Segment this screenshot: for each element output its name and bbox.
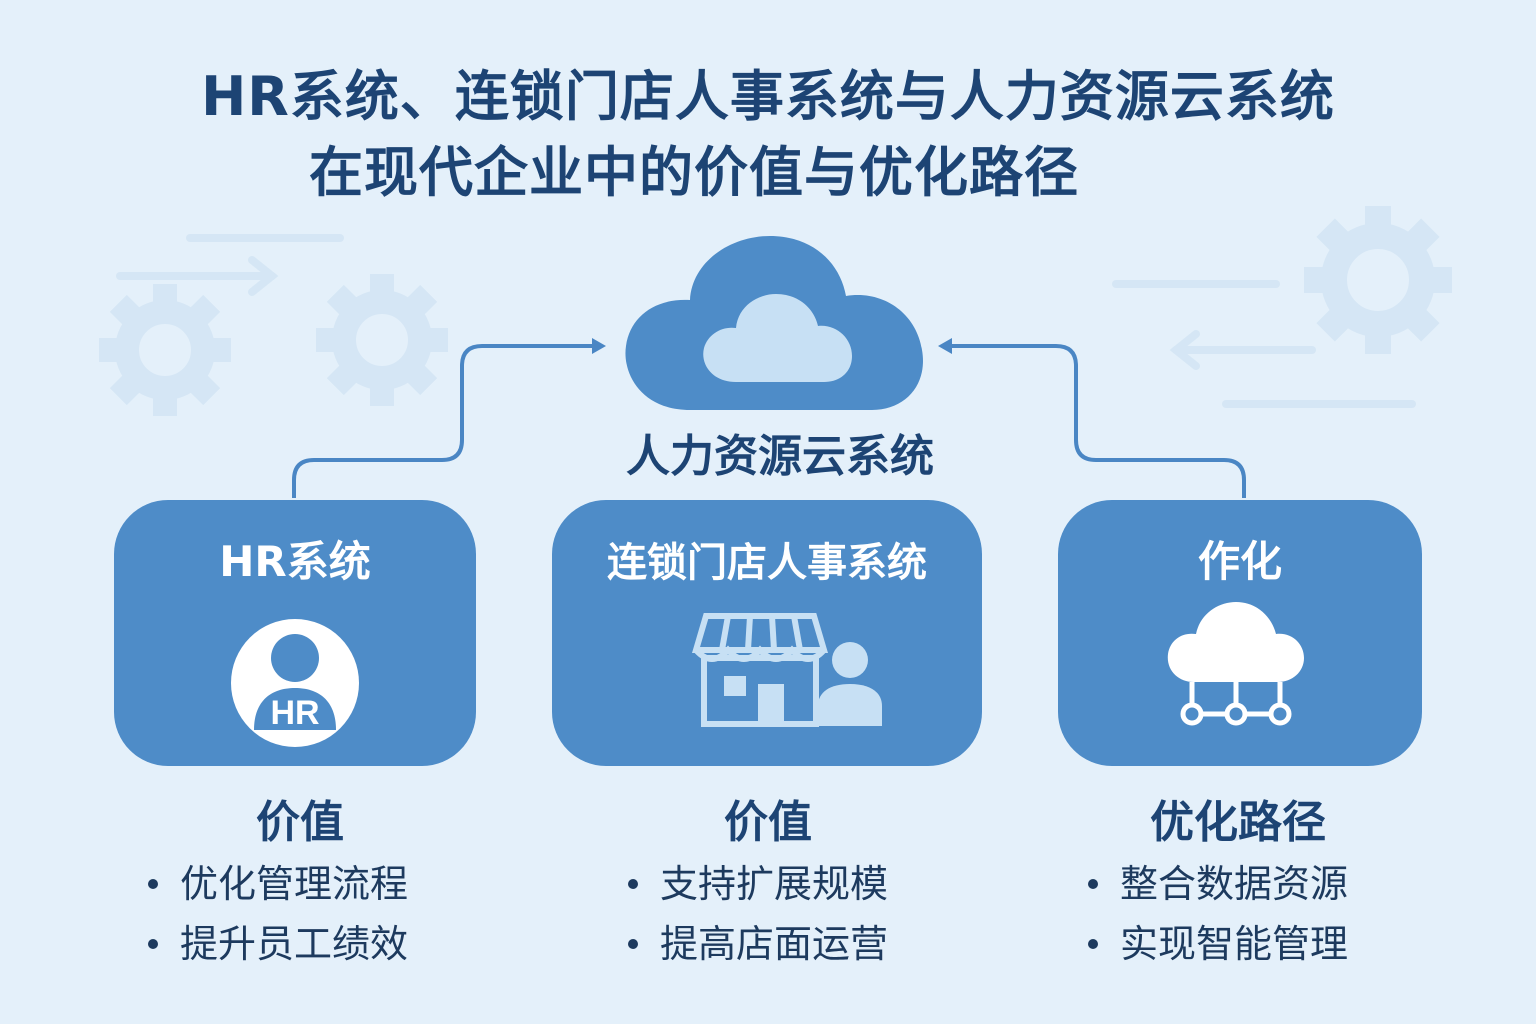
list-item-text: 优化管理流程 <box>180 862 409 906</box>
bullet-dot <box>148 938 158 949</box>
list-item-text: 整合数据资源 <box>1120 862 1349 906</box>
chain-store-card-title: 连锁门店人事系统 <box>607 540 927 586</box>
bullet-dot <box>1088 938 1098 949</box>
gear-icon <box>99 284 231 416</box>
connector-hr-to-cloud <box>292 338 606 498</box>
gear-icon <box>1304 206 1452 354</box>
list-item-text: 支持扩展规模 <box>660 862 889 906</box>
storefront-person-icon <box>692 613 882 727</box>
list-item: 提升员工绩效 <box>144 918 408 978</box>
cloud-system-card: 作化 <box>1058 500 1422 766</box>
hr-value-list: 优化管理流程 提升员工绩效 <box>144 858 408 978</box>
cloud-optimization-heading: 优化路径 <box>1150 797 1326 848</box>
bullet-dot <box>628 938 638 949</box>
list-item-text: 提升员工绩效 <box>180 922 409 966</box>
hr-person-icon: HR <box>231 619 359 747</box>
cloud-system-label: 人力资源云系统 <box>626 431 934 482</box>
hr-value-heading: 价值 <box>256 797 344 848</box>
cloud-optimization-list: 整合数据资源 实现智能管理 <box>1084 858 1348 978</box>
list-item: 支持扩展规模 <box>624 858 888 918</box>
cloud-system-card-title: 作化 <box>1197 537 1282 586</box>
hr-system-card-title: HR系统 <box>219 537 371 586</box>
central-cloud-icon <box>625 236 923 410</box>
hr-system-card: HR系统 HR <box>114 500 476 766</box>
bullet-dot <box>628 878 638 889</box>
chain-value-list: 支持扩展规模 提高店面运营 <box>624 858 888 978</box>
list-item: 提高店面运营 <box>624 918 888 978</box>
page-title-line-2: 在现代企业中的价值与优化路径 <box>309 141 1079 204</box>
connector-cloud-system-to-cloud <box>938 338 1246 498</box>
list-item: 实现智能管理 <box>1084 918 1348 978</box>
bullet-dot <box>148 878 158 889</box>
page-title-line-1: HR系统、连锁门店人事系统与人力资源云系统 <box>201 65 1335 128</box>
arrow-right-icon <box>116 234 344 296</box>
chain-store-system-card: 连锁门店人事系统 <box>552 500 982 766</box>
cloud-network-icon <box>1167 602 1304 726</box>
list-item: 整合数据资源 <box>1084 858 1348 918</box>
arrow-left-icon <box>1112 280 1416 408</box>
hr-badge-text: HR <box>270 694 319 732</box>
list-item-text: 提高店面运营 <box>660 922 889 966</box>
list-item: 优化管理流程 <box>144 858 408 918</box>
gear-icon <box>316 274 448 406</box>
bullet-dot <box>1088 878 1098 889</box>
chain-value-heading: 价值 <box>724 797 812 848</box>
list-item-text: 实现智能管理 <box>1120 922 1349 966</box>
